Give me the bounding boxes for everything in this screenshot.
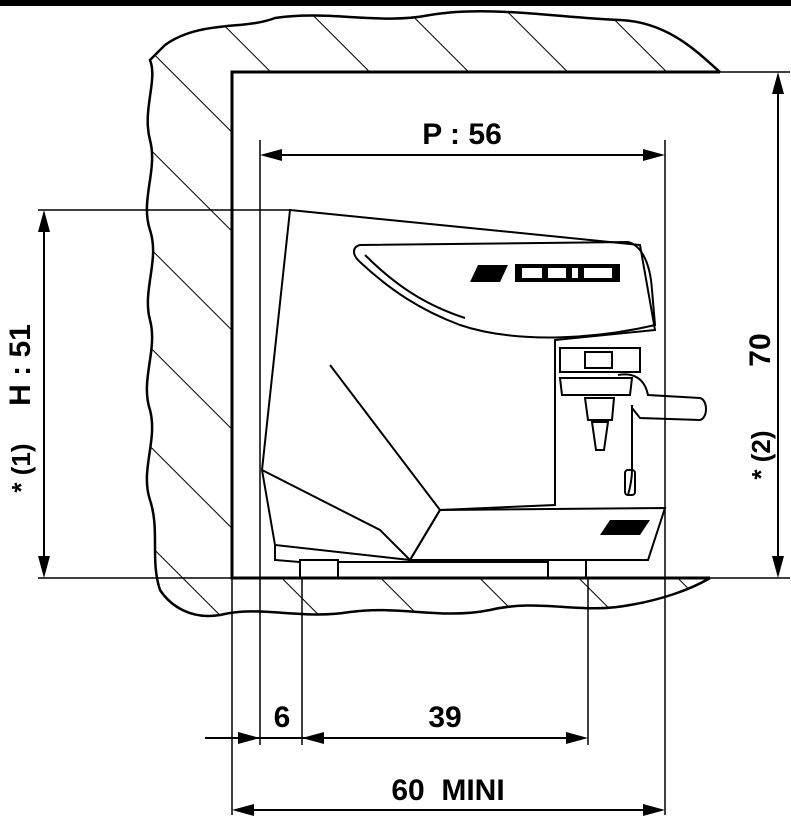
height-label: H : 51 xyxy=(4,324,37,406)
top-border xyxy=(0,0,791,6)
bottom-dimensions: 6 39 xyxy=(205,578,589,815)
min-width-dimension: 60 MINI xyxy=(232,774,665,816)
cabinet-height-label: 70 xyxy=(744,333,777,366)
cabinet-opening xyxy=(230,70,720,580)
depth-dimension: P : 56 xyxy=(259,118,666,815)
height-dimension: H : 51 * (1) xyxy=(4,209,290,579)
height-marker: * (1) xyxy=(6,443,36,492)
clearance-label: 6 xyxy=(274,701,291,734)
foot-spacing-label: 39 xyxy=(428,701,461,734)
cabinet-height-dimension: 70 * (2) xyxy=(710,71,790,579)
control-panel xyxy=(470,264,620,282)
depth-label: P : 56 xyxy=(422,118,502,151)
min-width-label: 60 MINI xyxy=(391,774,504,807)
espresso-machine xyxy=(260,208,707,579)
cabinet-height-marker: * (2) xyxy=(746,430,776,479)
